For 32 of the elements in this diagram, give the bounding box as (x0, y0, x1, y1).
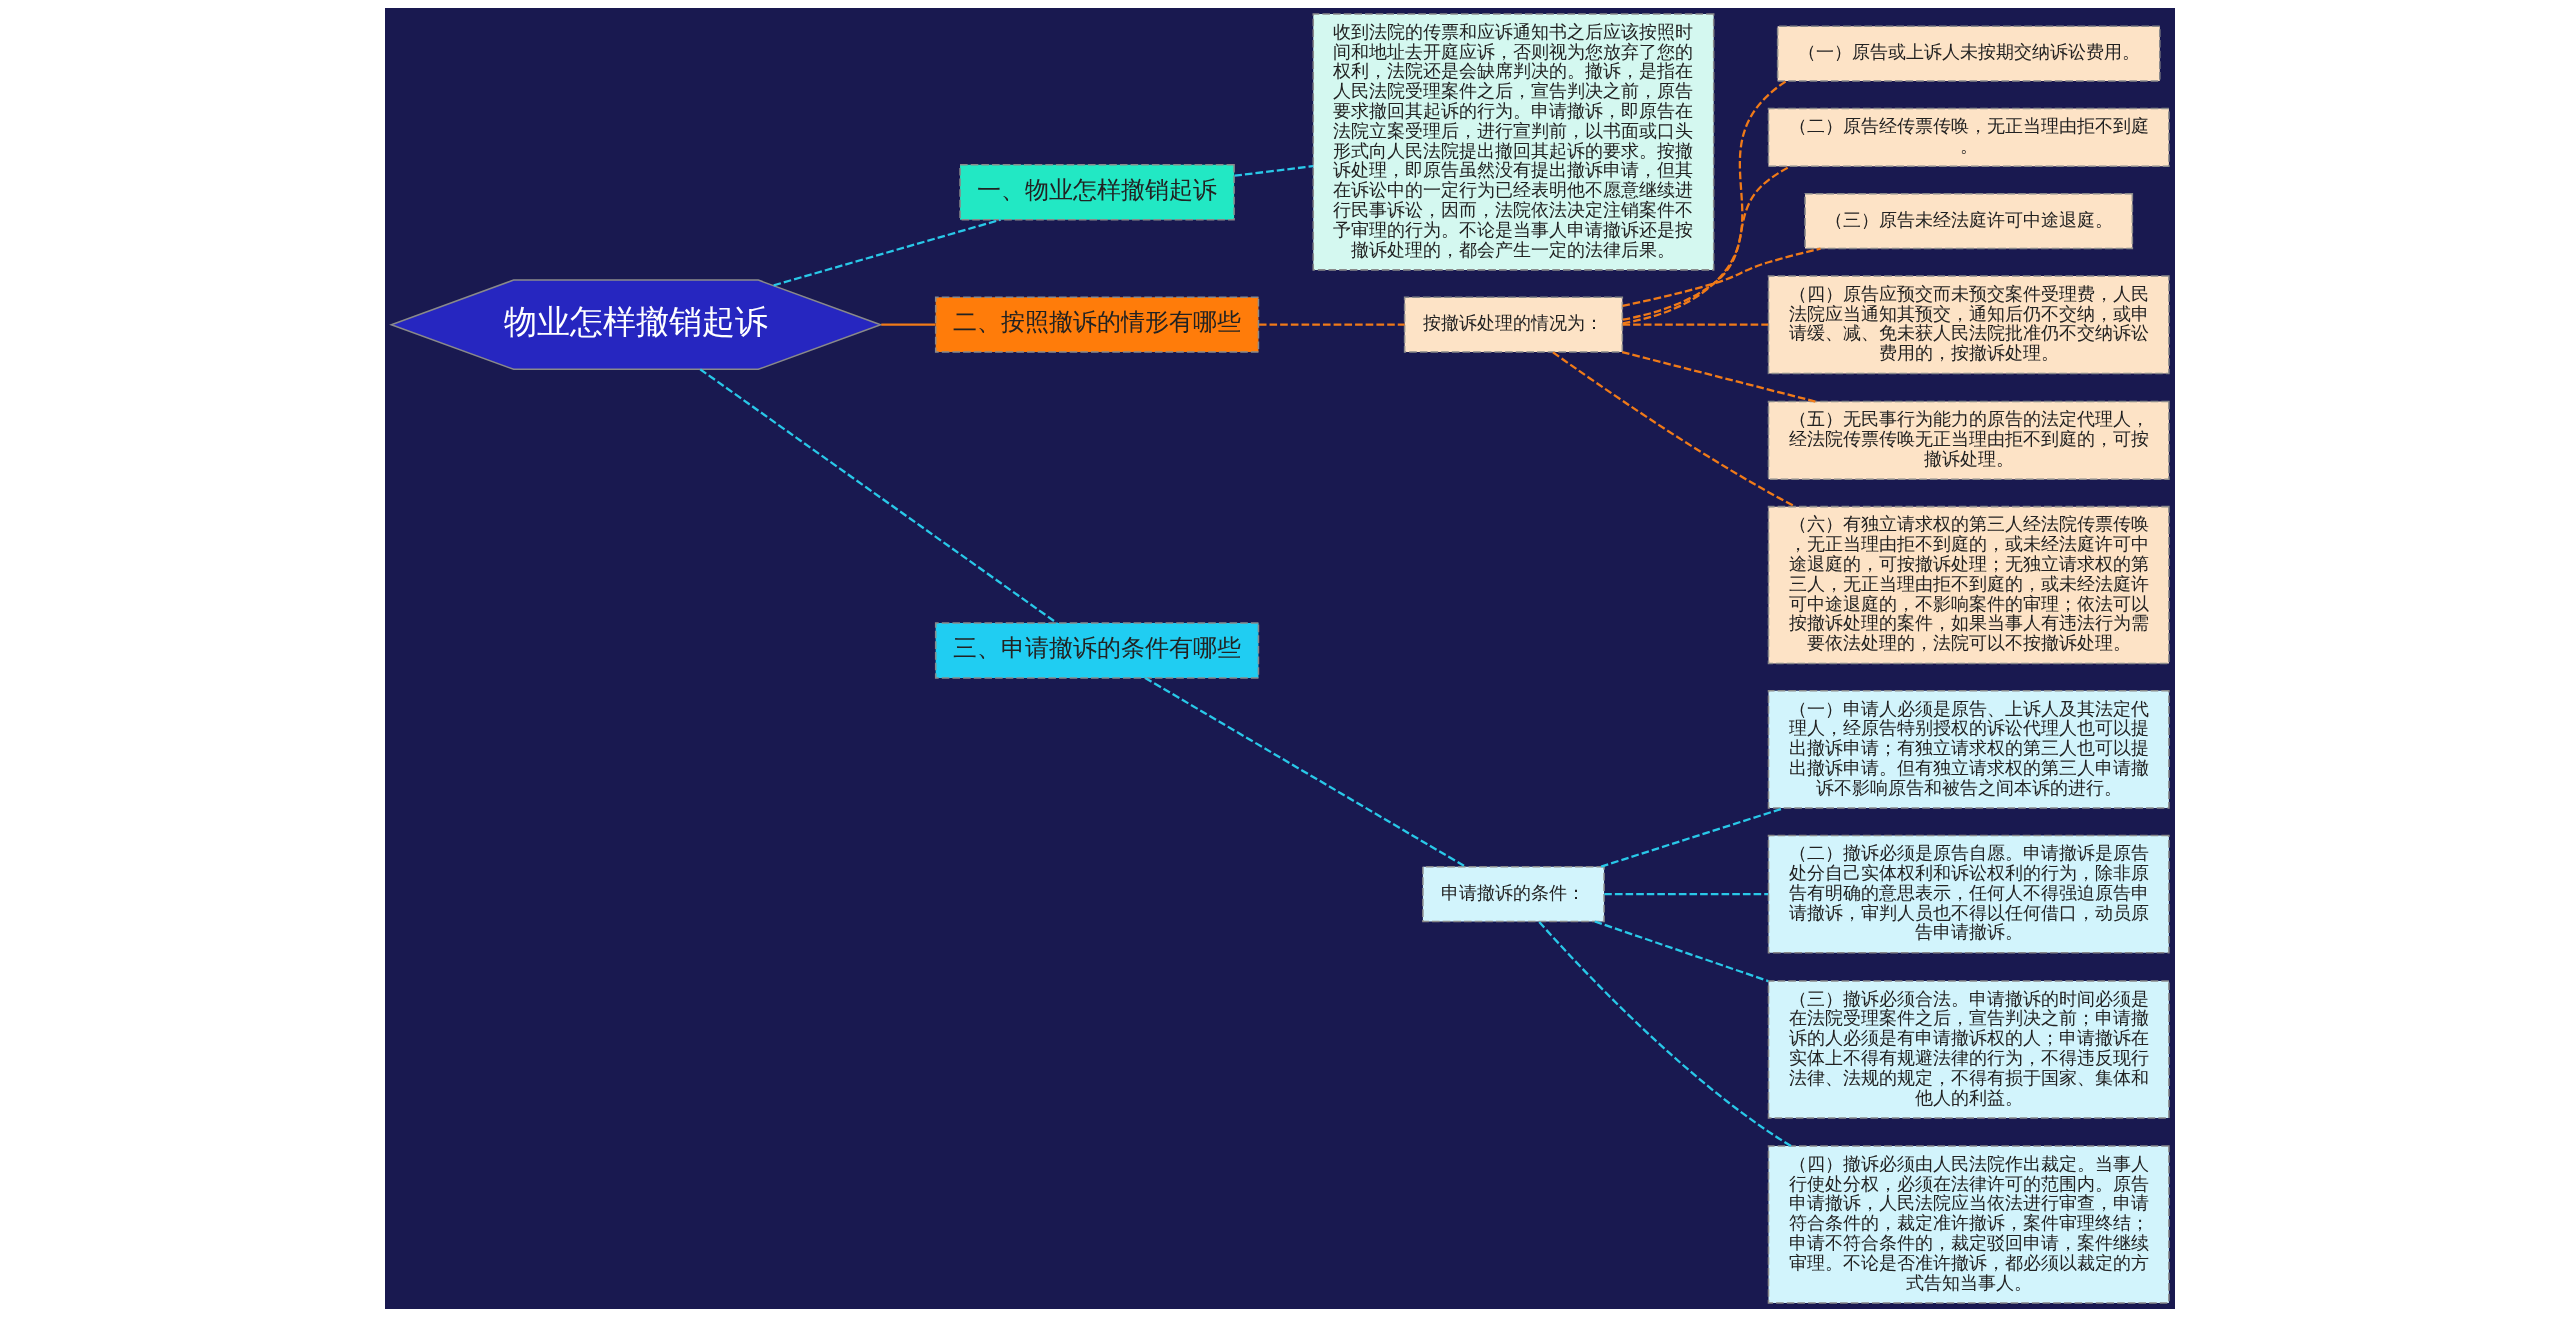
connector (773, 218, 1001, 287)
connector (1552, 351, 1796, 508)
node-box: 收到法院的传票和应诉通知书之后应该按照时间和地址去开庭应诉，否则视为您放弃了您的权利，法院还是会缺席判决的。撤诉，是指在人民法院受理案件之后，宣告判决之前，原告要求撤回其起诉的行为。申请撤诉，即原告在法院立案受理后，进行宣判前，以书面或口头形式向人民法院提出撤回其起诉的要求。按撤诉处理，即原告虽然没有提出撤诉申请，但其在诉讼中的一定行为已经表明他不愿意继续进行民事诉讼，因而，法院依法决定注销案件不予审理的行为。不论是当事人申请撤诉还是按撤诉处理的，都会产生一定的法律后果。 (1312, 13, 1715, 271)
connector (1259, 323, 1405, 326)
node-box: （三）原告未经法庭许可中途退庭。 (1804, 193, 2134, 250)
node-box: （五）无民事行为能力的原告的法定代理人，经法院传票传唤无正当理由拒不到庭的，可按撤诉处理。 (1767, 400, 2170, 480)
node-box: 申请撤诉的条件： (1422, 865, 1605, 923)
node-box: 一、物业怎样撤销起诉 (959, 164, 1235, 221)
connector (1234, 165, 1314, 177)
connector (1622, 247, 1821, 307)
connector (1622, 323, 1769, 326)
connector (881, 323, 936, 326)
connector (699, 368, 1058, 625)
connector (1144, 677, 1466, 868)
node-box: （一）原告或上诉人未按期交纳诉讼费用。 (1776, 25, 2161, 82)
node-box: （四）原告应预交而未预交案件受理费，人民法院应当通知其预交，通知后仍不交纳，或申请缓、减、免未获人民法院批准仍不交纳诉讼费用的，按撤诉处理。 (1767, 275, 2170, 375)
connector (1621, 351, 1816, 403)
node-box: （二）撤诉必须是原告自愿。申请撤诉是原告处分自己实体权利和诉讼权利的行为，除非原告有明确的意思表示，任何人不得强迫原告申请撤诉，审判人员也不得以任何借口，动员原告申请撤诉。 (1767, 834, 2170, 954)
node-box: （三）撤诉必须合法。申请撤诉的时间必须是在法院受理案件之后，宣告判决之前；申请撤诉的人必须是有申请撤诉权的人；申请撤诉在实体上不得有规避法律的行为，不得违反现行法律、法规的规定，不得有损于国家、集体和他人的利益。 (1767, 980, 2170, 1119)
connector (1622, 165, 1791, 321)
node-box: 三、申请撤诉的条件有哪些 (934, 622, 1260, 679)
node-box: （二）原告经传票传唤，无正当理由拒不到庭。 (1767, 107, 2170, 168)
node-box: （一）申请人必须是原告、上诉人及其法定代理人，经原告特别授权的诉讼代理人也可以提出撤诉申请；有独立请求权的第三人也可以提出撤诉申请。但有独立请求权的第三人申请撤诉不影响原告和被告之间本诉的进行。 (1767, 690, 2170, 809)
node-box: （六）有独立请求权的第三人经法院传票传唤，无正当理由拒不到庭的，或未经法庭许可中途退庭的，可按撤诉处理；无独立请求权的第三人，无正当理由拒不到庭的，或未经法庭许可中途退庭的，不影响案件的审理；依法可以按撤诉处理的案件，如果当事人有违法行为需要依法处理的，法院可以不按撤诉处理。 (1767, 505, 2170, 665)
node-box: 二、按照撤诉的情形有哪些 (934, 296, 1260, 353)
connector (1604, 892, 1769, 896)
connector (1538, 921, 1792, 1147)
connector (1594, 920, 1769, 983)
connector (1600, 807, 1784, 868)
node-box: （四）撤诉必须由人民法院作出裁定。当事人行使处分权，必须在法律许可的范围内。原告申请撤诉，人民法院应当依法进行审查，申请符合条件的，裁定准许撤诉，案件审理终结；申请不符合条件的，裁定驳回申请，案件继续审理。不论是否准许撤诉，都必须以裁定的方式告知当事人。 (1767, 1145, 2170, 1304)
connector (1622, 80, 1787, 325)
node-box: 按撤诉处理的情况为： (1403, 296, 1624, 353)
